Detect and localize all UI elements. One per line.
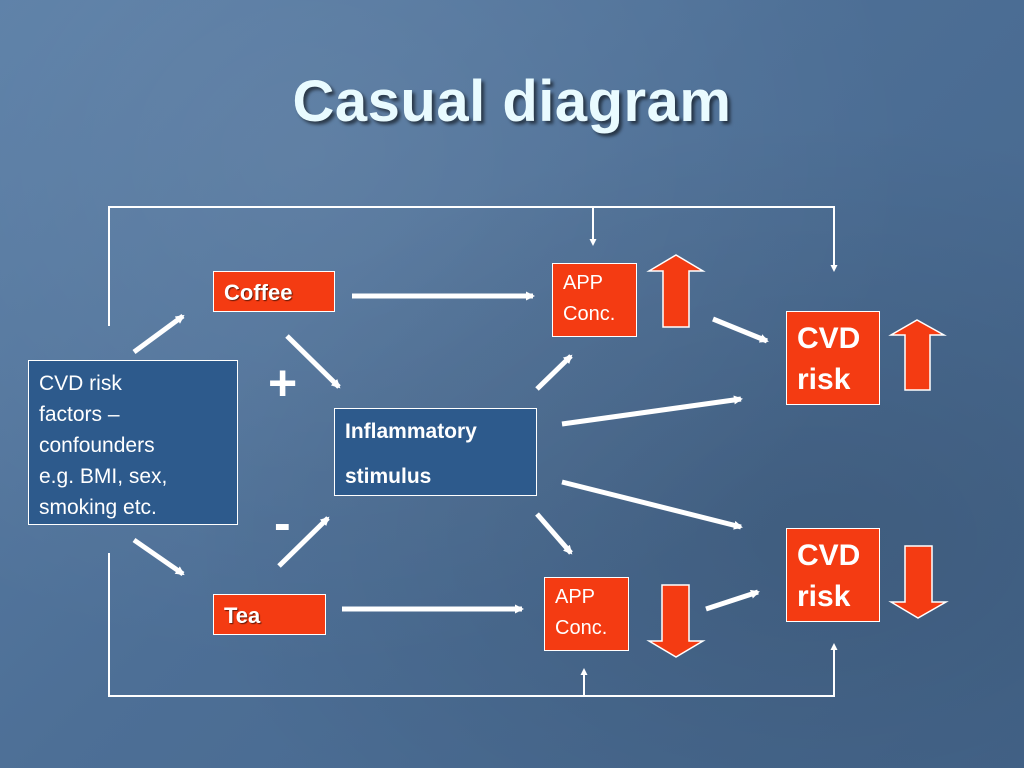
confounders-line: factors – <box>39 403 120 426</box>
app-conc-top-node: APP Conc. <box>552 263 637 337</box>
top-confounder-line <box>108 206 838 326</box>
confounders-node: CVD risk factors – confounders e.g. BMI,… <box>28 360 238 525</box>
arrow-app-bottom-to-cvd <box>705 589 760 612</box>
plus-sign: + <box>268 355 298 411</box>
cvd-line: risk <box>797 580 851 613</box>
up-arrow-icon <box>888 319 947 391</box>
cvd-risk-bottom-node: CVD risk <box>786 528 880 622</box>
bottom-confounder-line <box>108 553 838 697</box>
confounders-line: smoking etc. <box>39 496 157 519</box>
tea-node: Tea <box>213 594 326 635</box>
inflammatory-node: Inflammatory stimulus <box>334 408 537 496</box>
minus-sign: - <box>274 495 291 551</box>
inflammatory-line: Inflammatory <box>345 420 477 443</box>
arrow-inflammatory-to-cvd-top <box>561 395 743 427</box>
cvd-line: CVD <box>797 322 861 355</box>
arrow-inflammatory-to-app-bottom <box>535 512 573 555</box>
coffee-label: Coffee <box>224 280 293 305</box>
arrow-confounders-to-tea <box>132 537 185 577</box>
app-line: Conc. <box>563 303 616 325</box>
down-arrow-icon <box>888 545 949 619</box>
arrow-confounders-to-coffee <box>132 313 185 355</box>
confounders-line: CVD risk <box>39 372 122 395</box>
arrow-app-top-to-cvd <box>712 316 769 344</box>
coffee-node: Coffee <box>213 271 335 312</box>
cvd-risk-top-node: CVD risk <box>786 311 880 405</box>
cvd-line: risk <box>797 363 851 396</box>
arrow-coffee-to-inflammatory <box>285 334 341 389</box>
arrow-inflammatory-to-cvd-bottom <box>561 479 743 530</box>
app-line: APP <box>563 272 604 294</box>
inflammatory-line: stimulus <box>345 465 432 488</box>
tea-label: Tea <box>224 603 261 628</box>
cvd-line: CVD <box>797 539 861 572</box>
down-arrow-icon <box>646 584 706 658</box>
up-arrow-icon <box>646 254 706 328</box>
app-line: APP <box>555 586 596 608</box>
app-conc-bottom-node: APP Conc. <box>544 577 629 651</box>
arrow-inflammatory-to-app-top <box>535 354 573 391</box>
confounders-line: e.g. BMI, sex, <box>39 465 168 488</box>
slide-title: Casual diagram <box>292 69 732 134</box>
arrow-tea-to-inflammatory <box>277 516 330 568</box>
app-line: Conc. <box>555 617 608 639</box>
confounders-line: confounders <box>39 434 155 457</box>
